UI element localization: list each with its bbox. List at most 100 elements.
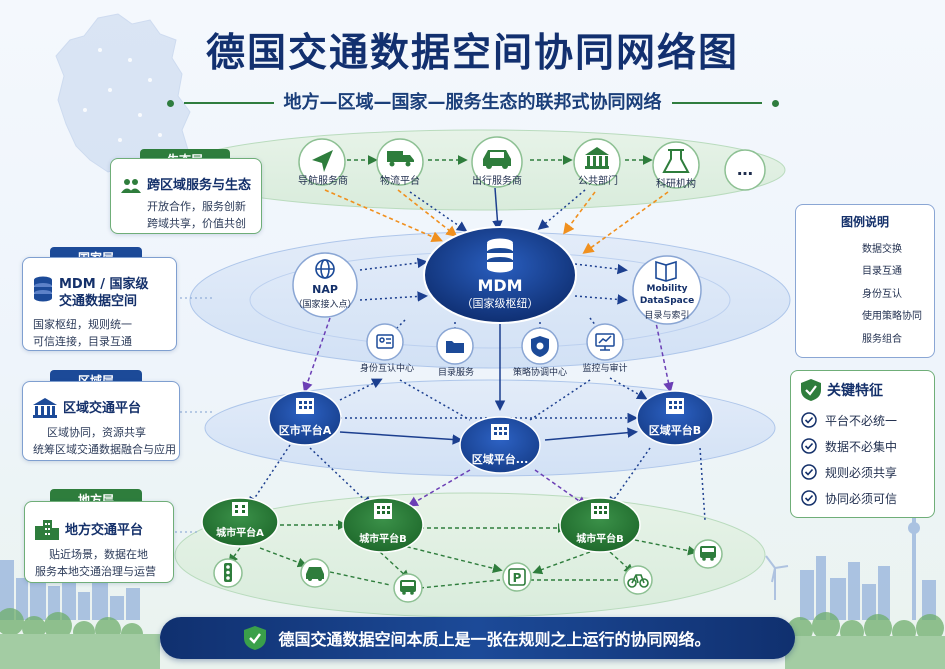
nap-node-title: NAP <box>312 283 338 296</box>
national-layer-line-2: 可信连接，目录互通 <box>33 335 132 348</box>
svg-text:P: P <box>513 571 522 585</box>
subtitle-bar-right <box>671 102 762 104</box>
national-layer-line-1: 国家枢纽，规则统一 <box>33 318 132 331</box>
regional-layer-line-1: 区域协同，资源共享 <box>47 426 146 439</box>
car-node[interactable] <box>300 558 330 588</box>
legend-item-label: 身份互认 <box>862 288 902 300</box>
eco-node-public-label: 公共部门 <box>578 176 618 187</box>
office-building-icon <box>232 502 248 516</box>
parking-icon: P <box>508 568 526 586</box>
trees-right <box>785 612 945 669</box>
eco-node-more[interactable] <box>724 149 766 191</box>
regional-node-center-label: 区域平台... <box>471 453 529 466</box>
service-policy-label: 策略协调中心 <box>512 368 567 378</box>
regional-node-b[interactable] <box>636 390 714 446</box>
subtitle-bar-left <box>183 102 274 104</box>
parking-node[interactable]: P <box>502 562 532 592</box>
feature-item: 规则必须共享 <box>801 459 924 485</box>
bus-node-right[interactable] <box>693 539 723 569</box>
service-catalog[interactable] <box>436 327 474 365</box>
feature-item-label: 数据不必集中 <box>825 439 898 454</box>
bike-node[interactable] <box>623 565 653 595</box>
flask-icon <box>662 149 690 173</box>
national-layer-heading: MDM / 国家级 交通数据空间 <box>33 276 166 310</box>
mdm-hub[interactable] <box>423 226 577 324</box>
feature-item: 协同必须可信 <box>801 485 924 511</box>
legend-item: 目录互通 <box>806 259 924 282</box>
local-layer-heading: 地方交通平台 <box>35 520 163 540</box>
local-node-b2[interactable] <box>559 497 641 553</box>
database-icon <box>34 276 52 302</box>
book-icon <box>655 260 677 282</box>
check-circle-icon <box>801 490 817 506</box>
service-policy[interactable] <box>521 327 559 365</box>
local-layer-line-2: 服务本地交通治理与运营 <box>35 565 156 578</box>
wind-turbine <box>765 555 789 600</box>
regional-local-links <box>248 444 706 521</box>
legend-item-label: 服务组合 <box>862 333 902 345</box>
mobility-dataspace-node[interactable] <box>632 255 702 325</box>
local-node-a[interactable] <box>201 497 279 547</box>
local-node-b1[interactable] <box>342 497 424 553</box>
people-icon <box>121 178 141 193</box>
mdm-hub-subtitle: （国家级枢纽） <box>461 297 539 310</box>
service-identity-label: 身份互认中心 <box>359 364 414 374</box>
truck-icon <box>387 151 414 167</box>
traffic-light-node[interactable] <box>213 558 243 588</box>
eco-node-mobility[interactable] <box>471 136 523 188</box>
shield-check-icon <box>244 626 267 650</box>
legend-item-label: 数据交换 <box>862 243 902 255</box>
bus-icon <box>400 580 416 595</box>
regional-node-a[interactable] <box>268 390 342 446</box>
eco-data-exchange-links <box>409 187 586 232</box>
service-monitor-label: 监控与审计 <box>582 364 628 374</box>
regional-node-b-label: 区域平台B <box>648 424 702 437</box>
navigation-arrow-icon <box>312 150 333 172</box>
legend-panel: 图例说明 数据交换 目录互通 身份互认 使用策略协同 服务组合 <box>795 204 935 358</box>
summary-banner-text: 德国交通数据空间本质上是一张在规则之上运行的协同网络。 <box>278 630 711 649</box>
city-skyline-right <box>800 516 936 620</box>
subtitle-dot-left <box>166 99 174 107</box>
eco-node-navigation-label: 导航服务商 <box>298 176 348 187</box>
regional-layer-heading-text: 区域交通平台 <box>63 400 142 416</box>
eco-node-navigation[interactable] <box>298 138 346 186</box>
regional-links <box>339 377 648 445</box>
eco-node-research[interactable] <box>652 141 700 189</box>
key-features-title: 关键特征 <box>801 379 924 401</box>
eco-node-research-label: 科研机构 <box>656 179 696 190</box>
page-title: 德国交通数据空间协同网络图 <box>205 31 739 76</box>
traffic-light-icon <box>224 563 232 582</box>
check-circle-icon <box>801 464 817 480</box>
legend-item: 身份互认 <box>806 281 924 304</box>
service-composition-links <box>324 189 669 254</box>
gear-shield-icon <box>531 336 549 357</box>
service-monitor[interactable] <box>586 323 624 361</box>
bus-icon <box>700 546 716 561</box>
legend-item-label: 使用策略协同 <box>862 311 922 323</box>
legend-title: 图例说明 <box>840 215 889 229</box>
summary-banner: 德国交通数据空间本质上是一张在规则之上运行的协同网络。 <box>160 617 795 659</box>
national-layer-card: MDM / 国家级 交通数据空间 国家枢纽，规则统一 可信连接，目录互通 <box>22 257 177 351</box>
check-circle-icon <box>801 412 817 428</box>
eco-layer-heading-text: 跨区域服务与生态 <box>147 178 252 193</box>
eco-node-mobility-label: 出行服务商 <box>472 176 522 187</box>
eco-node-public[interactable] <box>573 138 621 186</box>
mds-node-line-3: 目录与索引 <box>644 311 690 321</box>
bus-node[interactable] <box>393 573 423 603</box>
city-skyline-left <box>0 560 140 620</box>
local-links <box>228 520 698 589</box>
nap-node[interactable] <box>292 252 358 318</box>
regional-node-center[interactable] <box>459 416 541 474</box>
eco-node-logistics[interactable] <box>376 138 424 186</box>
eco-layer-line-1: 开放合作，服务创新 <box>147 200 246 213</box>
national-layer-heading-line-1: MDM / 国家级 <box>59 277 149 292</box>
service-identity[interactable] <box>366 323 404 361</box>
car-icon <box>306 567 324 581</box>
government-building-icon <box>33 398 57 418</box>
page-subtitle: 地方—区域—国家—服务生态的联邦式协同网络 <box>0 88 945 114</box>
more-dots-icon[interactable]: … <box>737 160 753 179</box>
subtitle-text: 地方—区域—国家—服务生态的联邦式协同网络 <box>283 92 662 113</box>
key-features-panel: 关键特征 平台不必统一 数据不必集中 规则必须共享 协同必须可信 <box>790 370 935 518</box>
office-building-icon <box>374 503 392 519</box>
office-building-icon <box>35 520 59 540</box>
